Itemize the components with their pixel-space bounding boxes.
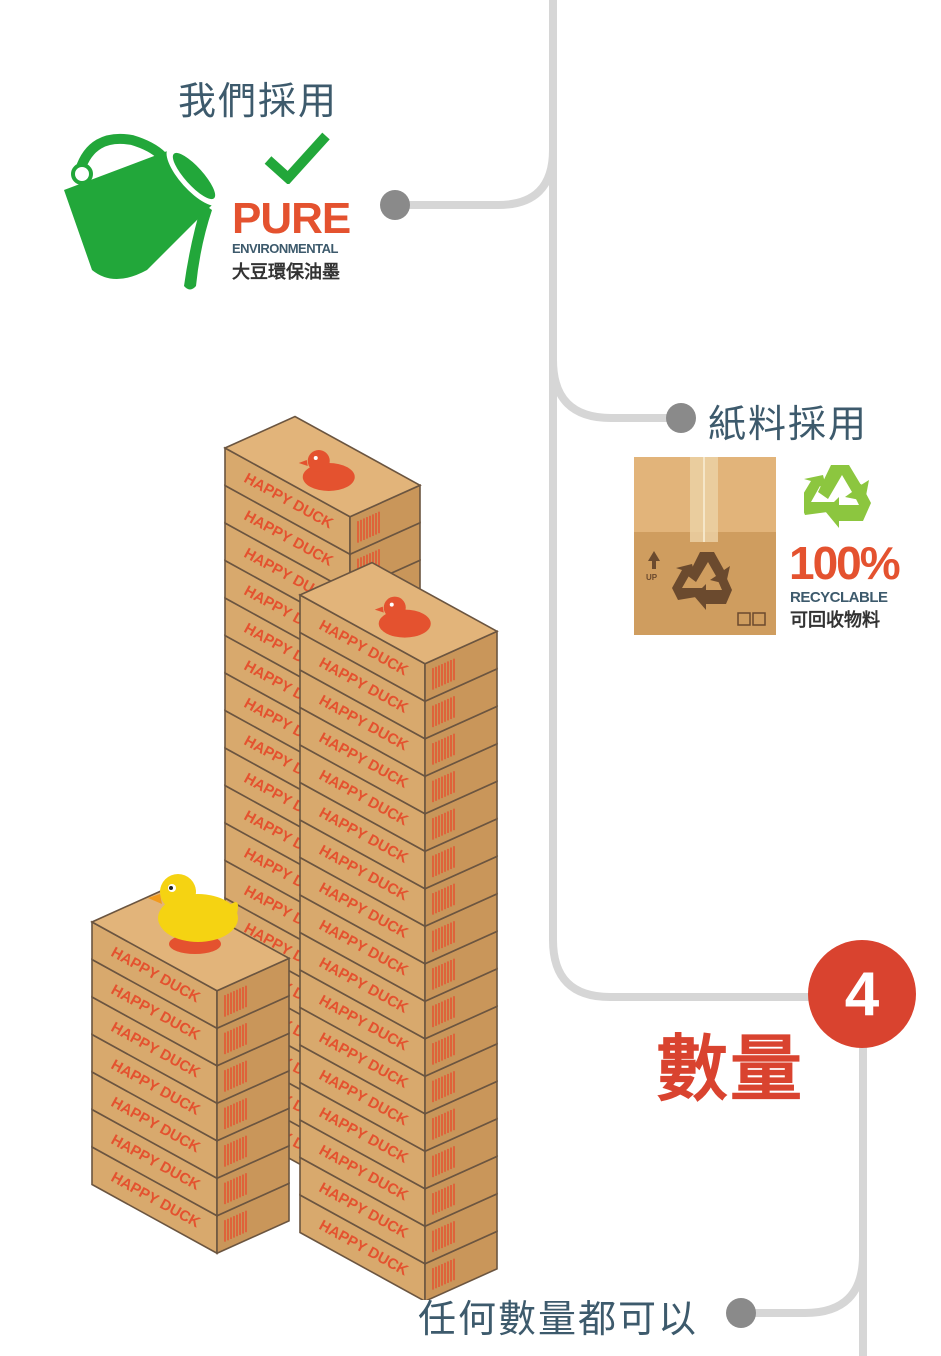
- quantity-timeline-dot: [726, 1298, 756, 1328]
- recyclable-percent: 100%: [789, 537, 901, 589]
- soy-ink-label: 大豆環保油墨: [232, 262, 340, 283]
- ink-heading: 我們採用: [178, 79, 339, 123]
- recyclable-cn-label: 可回收物料: [790, 610, 880, 631]
- paint-bucket-icon: [64, 133, 222, 290]
- pure-logo-title: PURE: [232, 194, 351, 243]
- paper-heading: 紙料採用: [708, 402, 869, 446]
- cardboard-box-icon: UP: [634, 457, 776, 635]
- pure-logo-subtitle: ENVIRONMENTAL: [232, 241, 338, 256]
- step-number-badge: 4: [808, 940, 916, 1048]
- box-up-label: UP: [646, 573, 658, 582]
- checkmark-icon: [264, 132, 330, 184]
- quantity-title: 數量: [656, 1027, 805, 1111]
- yellow-rubber-duck: [148, 874, 238, 954]
- recyclable-label: RECYCLABLE: [790, 589, 888, 606]
- recycle-icon: [804, 465, 871, 528]
- paper-timeline-dot: [666, 403, 696, 433]
- quantity-caption: 任何數量都可以: [418, 1297, 699, 1341]
- ink-timeline-dot: [380, 190, 410, 220]
